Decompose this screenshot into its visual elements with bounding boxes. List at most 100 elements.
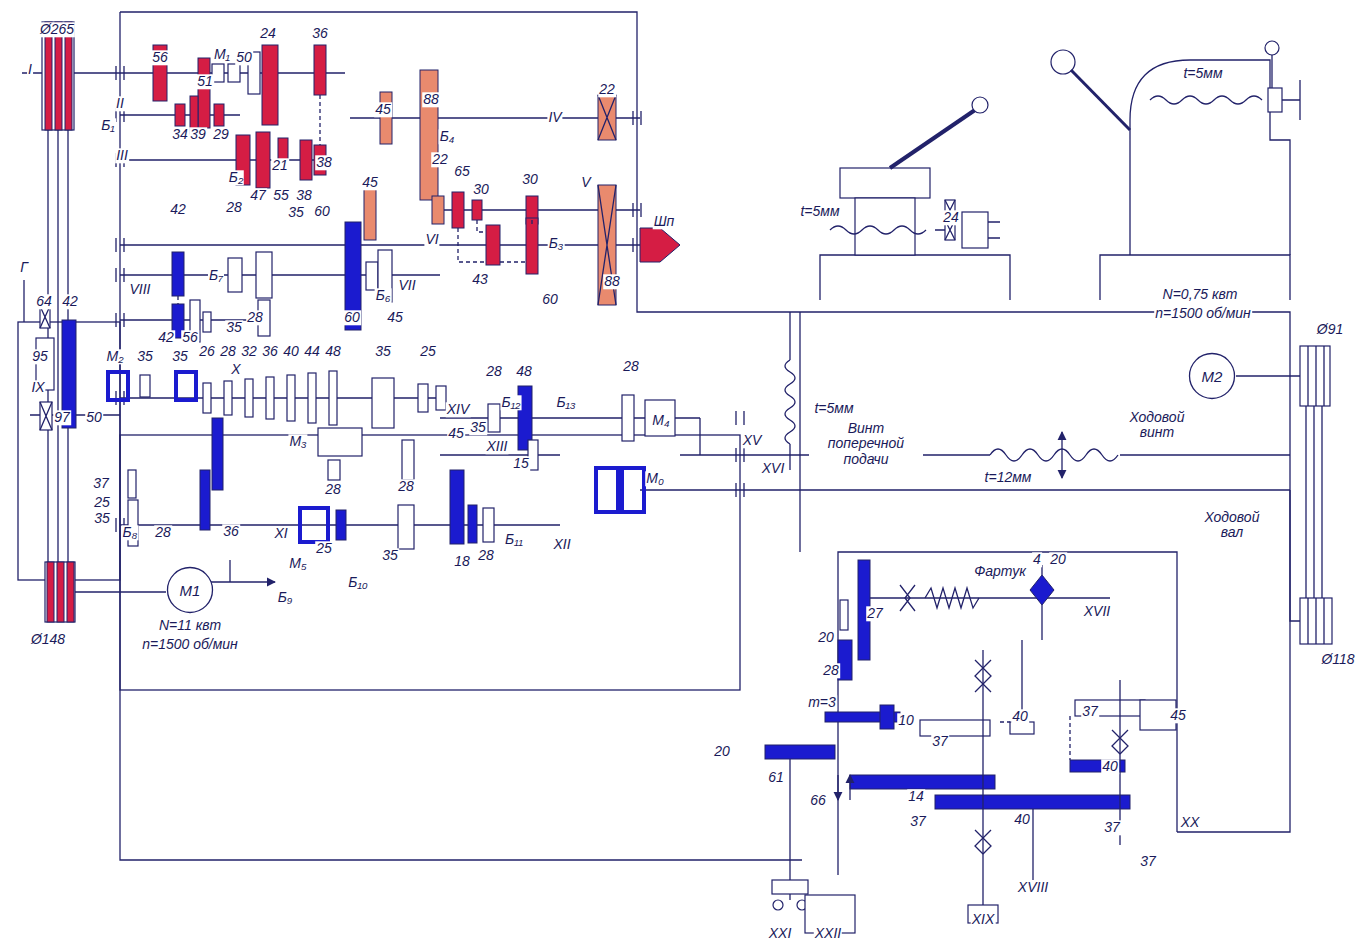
gear bbox=[300, 140, 312, 180]
gear bbox=[450, 470, 464, 544]
apron-mechanism bbox=[1030, 575, 1054, 605]
apron-mechanism bbox=[925, 588, 979, 608]
callout-number: 28 bbox=[622, 359, 640, 374]
block-label: Б₆ bbox=[375, 288, 392, 303]
gear bbox=[645, 400, 675, 436]
gear bbox=[486, 225, 500, 265]
motor-label: M1 bbox=[180, 582, 201, 599]
callout-number: 30 bbox=[472, 182, 490, 197]
callout-number: 35 bbox=[171, 349, 189, 364]
block-label: Б₁₀ bbox=[347, 575, 368, 590]
gear bbox=[372, 378, 394, 428]
apron-mechanism bbox=[935, 795, 1130, 809]
clutch-label: M₁ bbox=[213, 47, 231, 62]
lead-screw bbox=[785, 312, 1118, 478]
gear bbox=[140, 375, 150, 397]
callout-number: 44 bbox=[303, 344, 321, 359]
callout-number: 45 bbox=[374, 102, 392, 117]
callout-number: 60 bbox=[343, 310, 361, 325]
gear bbox=[318, 428, 362, 456]
callout-number: 45 bbox=[386, 310, 404, 325]
block-label: Б₁₂ bbox=[501, 395, 522, 410]
shaft-number: I bbox=[27, 62, 33, 77]
callout-number: 24 bbox=[259, 26, 277, 41]
gear bbox=[300, 508, 328, 542]
belt-drive bbox=[47, 562, 54, 622]
apron-mechanism bbox=[849, 775, 850, 800]
callout-number: 48 bbox=[515, 364, 533, 379]
dimension-label: t=5мм bbox=[799, 204, 840, 219]
carriage-and-tailstock bbox=[1282, 80, 1300, 120]
gear bbox=[229, 560, 230, 582]
belt-drive bbox=[45, 562, 75, 622]
callout-number: 60 bbox=[313, 204, 331, 219]
motor-label: M2 bbox=[1202, 368, 1223, 385]
housing-outline bbox=[838, 552, 1177, 875]
callout-number: 25 bbox=[419, 344, 437, 359]
gear bbox=[314, 45, 326, 95]
carriage-and-tailstock bbox=[820, 41, 1300, 300]
shaft-number: X bbox=[230, 362, 241, 377]
apron-mechanism bbox=[773, 900, 783, 910]
callout-number: 45 bbox=[361, 175, 379, 190]
carriage-and-tailstock bbox=[1130, 60, 1290, 255]
gear bbox=[36, 45, 680, 582]
gear bbox=[488, 404, 500, 432]
apron-mechanism bbox=[975, 660, 991, 692]
carriage-and-tailstock bbox=[1268, 88, 1282, 112]
callout-number: 22 bbox=[431, 152, 449, 167]
callout-number: 40 bbox=[282, 344, 300, 359]
belt-drive bbox=[1306, 406, 1322, 598]
lead-screw bbox=[1061, 432, 1062, 478]
gear bbox=[40, 306, 52, 430]
callout-number: 45 bbox=[1169, 708, 1187, 723]
carriage-and-tailstock bbox=[1150, 96, 1262, 104]
housing-outline bbox=[120, 12, 1290, 832]
gear bbox=[214, 104, 224, 126]
callout-number: 97 bbox=[53, 410, 71, 425]
apron-mechanism bbox=[975, 830, 991, 854]
callout-number: 28 bbox=[219, 344, 237, 359]
apron-mechanism bbox=[789, 759, 790, 900]
shaft-number: XXII bbox=[814, 926, 842, 941]
callout-number: 25 bbox=[315, 541, 333, 556]
dimension-label: t=5мм bbox=[1182, 66, 1223, 81]
callout-number: 28 bbox=[324, 482, 342, 497]
block-label: Б₂ bbox=[228, 170, 244, 185]
shaft-number: IV bbox=[547, 110, 562, 125]
gear bbox=[245, 379, 253, 417]
callout-number: 24 bbox=[942, 210, 960, 225]
gear bbox=[176, 372, 196, 400]
block-label: Б₉ bbox=[277, 590, 294, 605]
callout-number: 88 bbox=[603, 274, 621, 289]
callout-number: 22 bbox=[598, 82, 616, 97]
callout-number: 29 bbox=[212, 127, 230, 142]
gear bbox=[432, 196, 444, 224]
apron-mechanism bbox=[983, 640, 1120, 905]
note-label: Винт поперечной подачи bbox=[809, 421, 923, 467]
gear bbox=[483, 508, 494, 542]
belt-drive bbox=[1308, 346, 1324, 406]
gear bbox=[228, 64, 240, 82]
apron-mechanism bbox=[900, 585, 915, 611]
callout-number: 28 bbox=[477, 548, 495, 563]
note-label: Шп bbox=[653, 214, 676, 229]
gear bbox=[256, 132, 270, 188]
callout-number: 42 bbox=[61, 294, 79, 309]
belt-drive bbox=[1236, 375, 1300, 376]
gear bbox=[212, 64, 224, 82]
gear bbox=[108, 372, 128, 400]
gear bbox=[398, 505, 414, 549]
callout-number: 20 bbox=[1049, 552, 1067, 567]
callout-number: 65 bbox=[453, 164, 471, 179]
belt-drive bbox=[55, 22, 62, 130]
apron-mechanism bbox=[765, 560, 1176, 933]
apron-mechanism bbox=[772, 880, 808, 894]
apron-mechanism bbox=[1112, 730, 1128, 754]
belt-drive bbox=[65, 22, 72, 130]
shaft-number: IX bbox=[30, 380, 45, 395]
shaft-number: XV bbox=[742, 433, 763, 448]
note-label: N=0,75 квт bbox=[1162, 287, 1239, 302]
gear bbox=[128, 470, 136, 498]
callout-number: 34 bbox=[171, 127, 189, 142]
